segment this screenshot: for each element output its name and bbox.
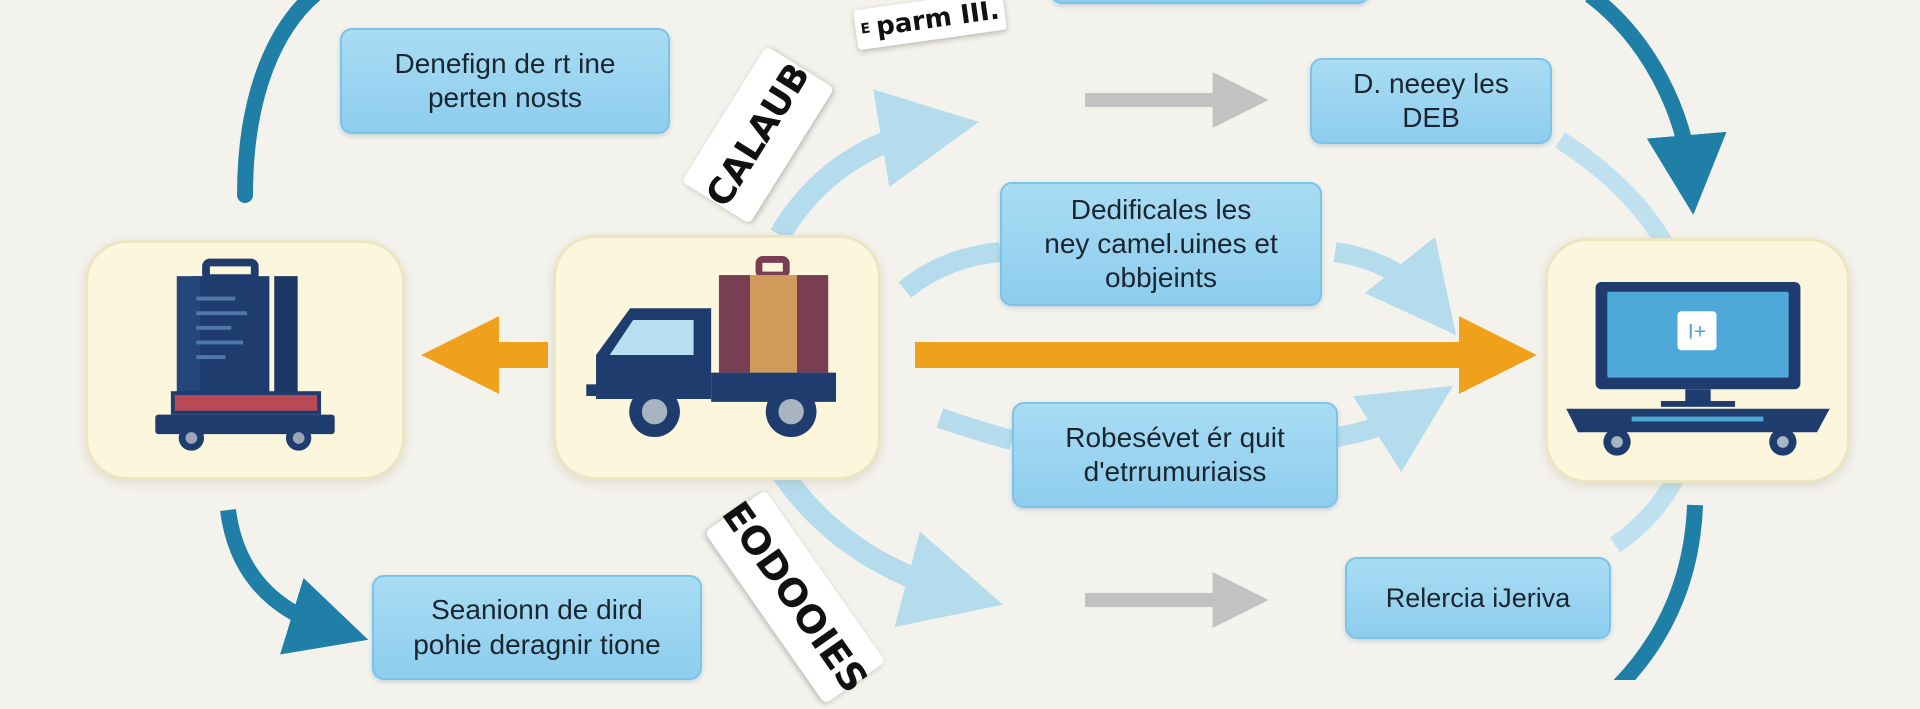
node-delivery-truck — [553, 235, 881, 480]
luggage-cart-icon — [155, 258, 335, 451]
light-arrow-outer-upper-right — [1555, 132, 1677, 255]
computer-workstation-icon: I+ — [1566, 281, 1830, 456]
light-arrow-upper-left — [770, 89, 979, 241]
label-top-partial — [1050, 0, 1370, 4]
node-computer-workstation: I+ — [1545, 238, 1850, 483]
label-top-left: Denefign de rt ine perten nosts — [340, 28, 670, 134]
screen-glyph: I+ — [1688, 320, 1707, 344]
label-bottom-left: Seanionn de dird pohie deragnir tione — [372, 575, 702, 680]
label-bottom-right: Relercia iJeriva — [1345, 557, 1611, 639]
label-top-right: D. neeey les DEB — [1310, 58, 1552, 144]
diagram-canvas: CALAUB E parm III. EODOOIES Denefign de … — [85, 0, 1850, 705]
banner-corner-small: E — [859, 20, 872, 38]
light-arrow-mid-upper-right — [1333, 236, 1457, 336]
delivery-truck-icon — [586, 256, 837, 438]
loop-arrow-bottom-right — [1613, 504, 1703, 680]
label-center-top: Dedificales les ney camel.uines et obbje… — [1000, 182, 1322, 306]
light-arrow-lower-left — [770, 463, 1003, 628]
node-luggage-cart — [85, 240, 405, 480]
loop-arrow-top-right — [1585, 0, 1727, 215]
label-center-bottom: Robesévet ér quit d'etrrumuriaiss — [1012, 402, 1338, 508]
light-arrow-mid-upper-left — [898, 242, 1002, 298]
loop-arrow-bottom-left — [220, 508, 369, 655]
light-arrow-mid-lower-left — [936, 408, 1015, 450]
loop-arrow-top-left — [237, 0, 321, 203]
